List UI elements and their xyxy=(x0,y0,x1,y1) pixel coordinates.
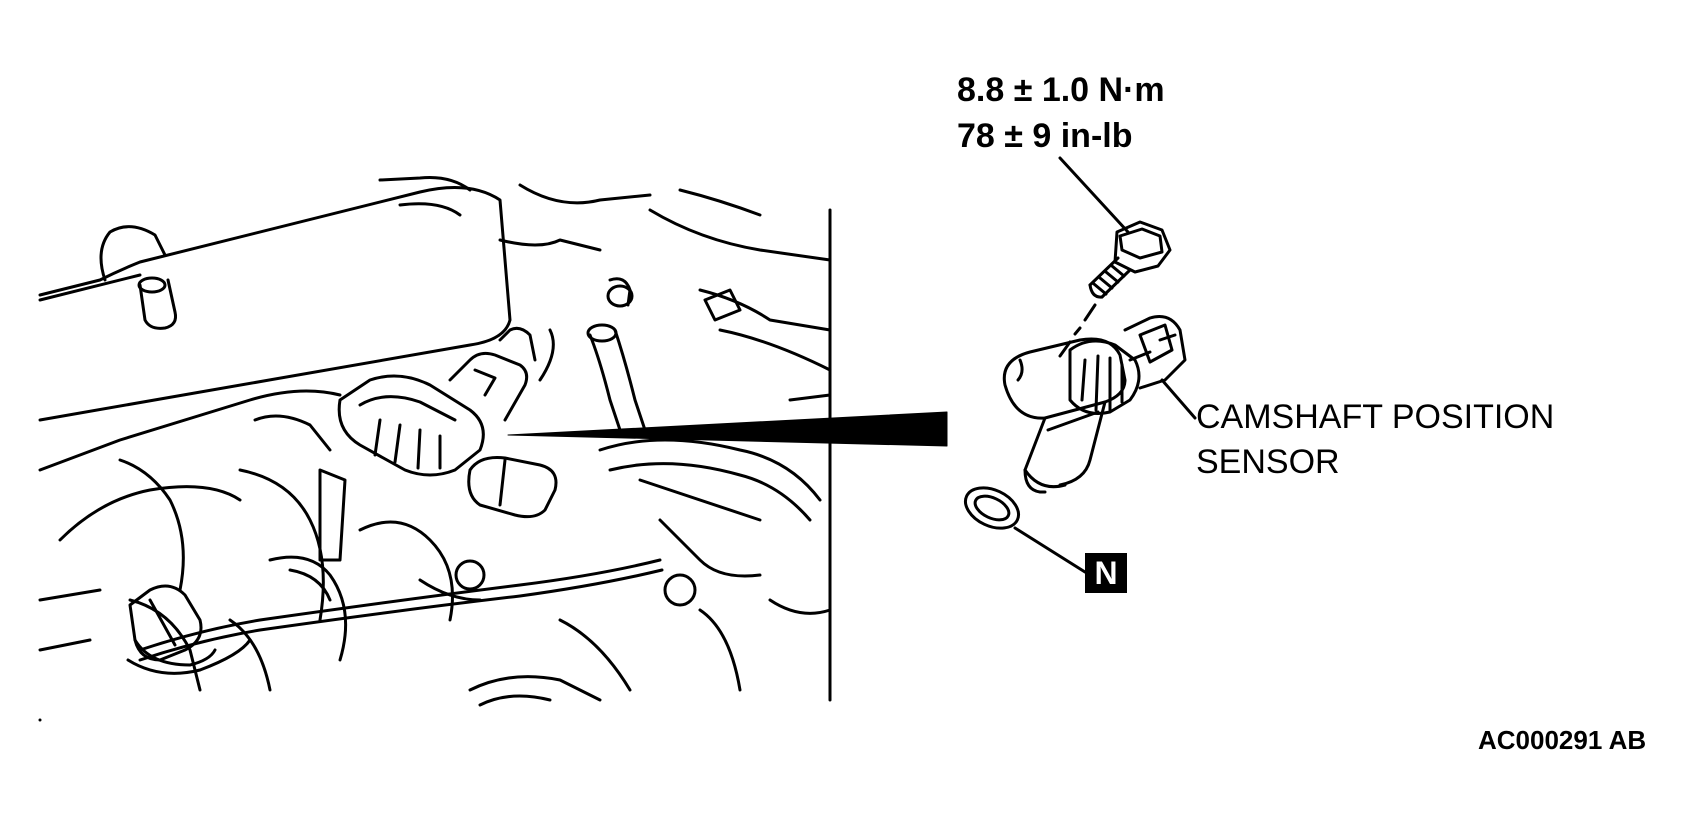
figure-id: AC000291 AB xyxy=(1478,725,1647,755)
sensor-label-line1: CAMSHAFT POSITION xyxy=(1196,398,1555,436)
torque-metric: 8.8 ± 1.0 N·m xyxy=(957,71,1165,109)
sensor-exploded-view xyxy=(964,220,1187,530)
oring-leader-line xyxy=(1013,526,1087,574)
torque-imperial: 78 ± 9 in-lb xyxy=(957,117,1133,155)
torque-leader-line xyxy=(1058,156,1130,234)
sensor-leader-line xyxy=(1160,378,1197,420)
sensor-label-line2: SENSOR xyxy=(1196,443,1340,481)
replace-part-badge: N xyxy=(1085,553,1127,593)
callout-wedge xyxy=(507,411,948,447)
engine-bay-drawing xyxy=(38,176,832,722)
